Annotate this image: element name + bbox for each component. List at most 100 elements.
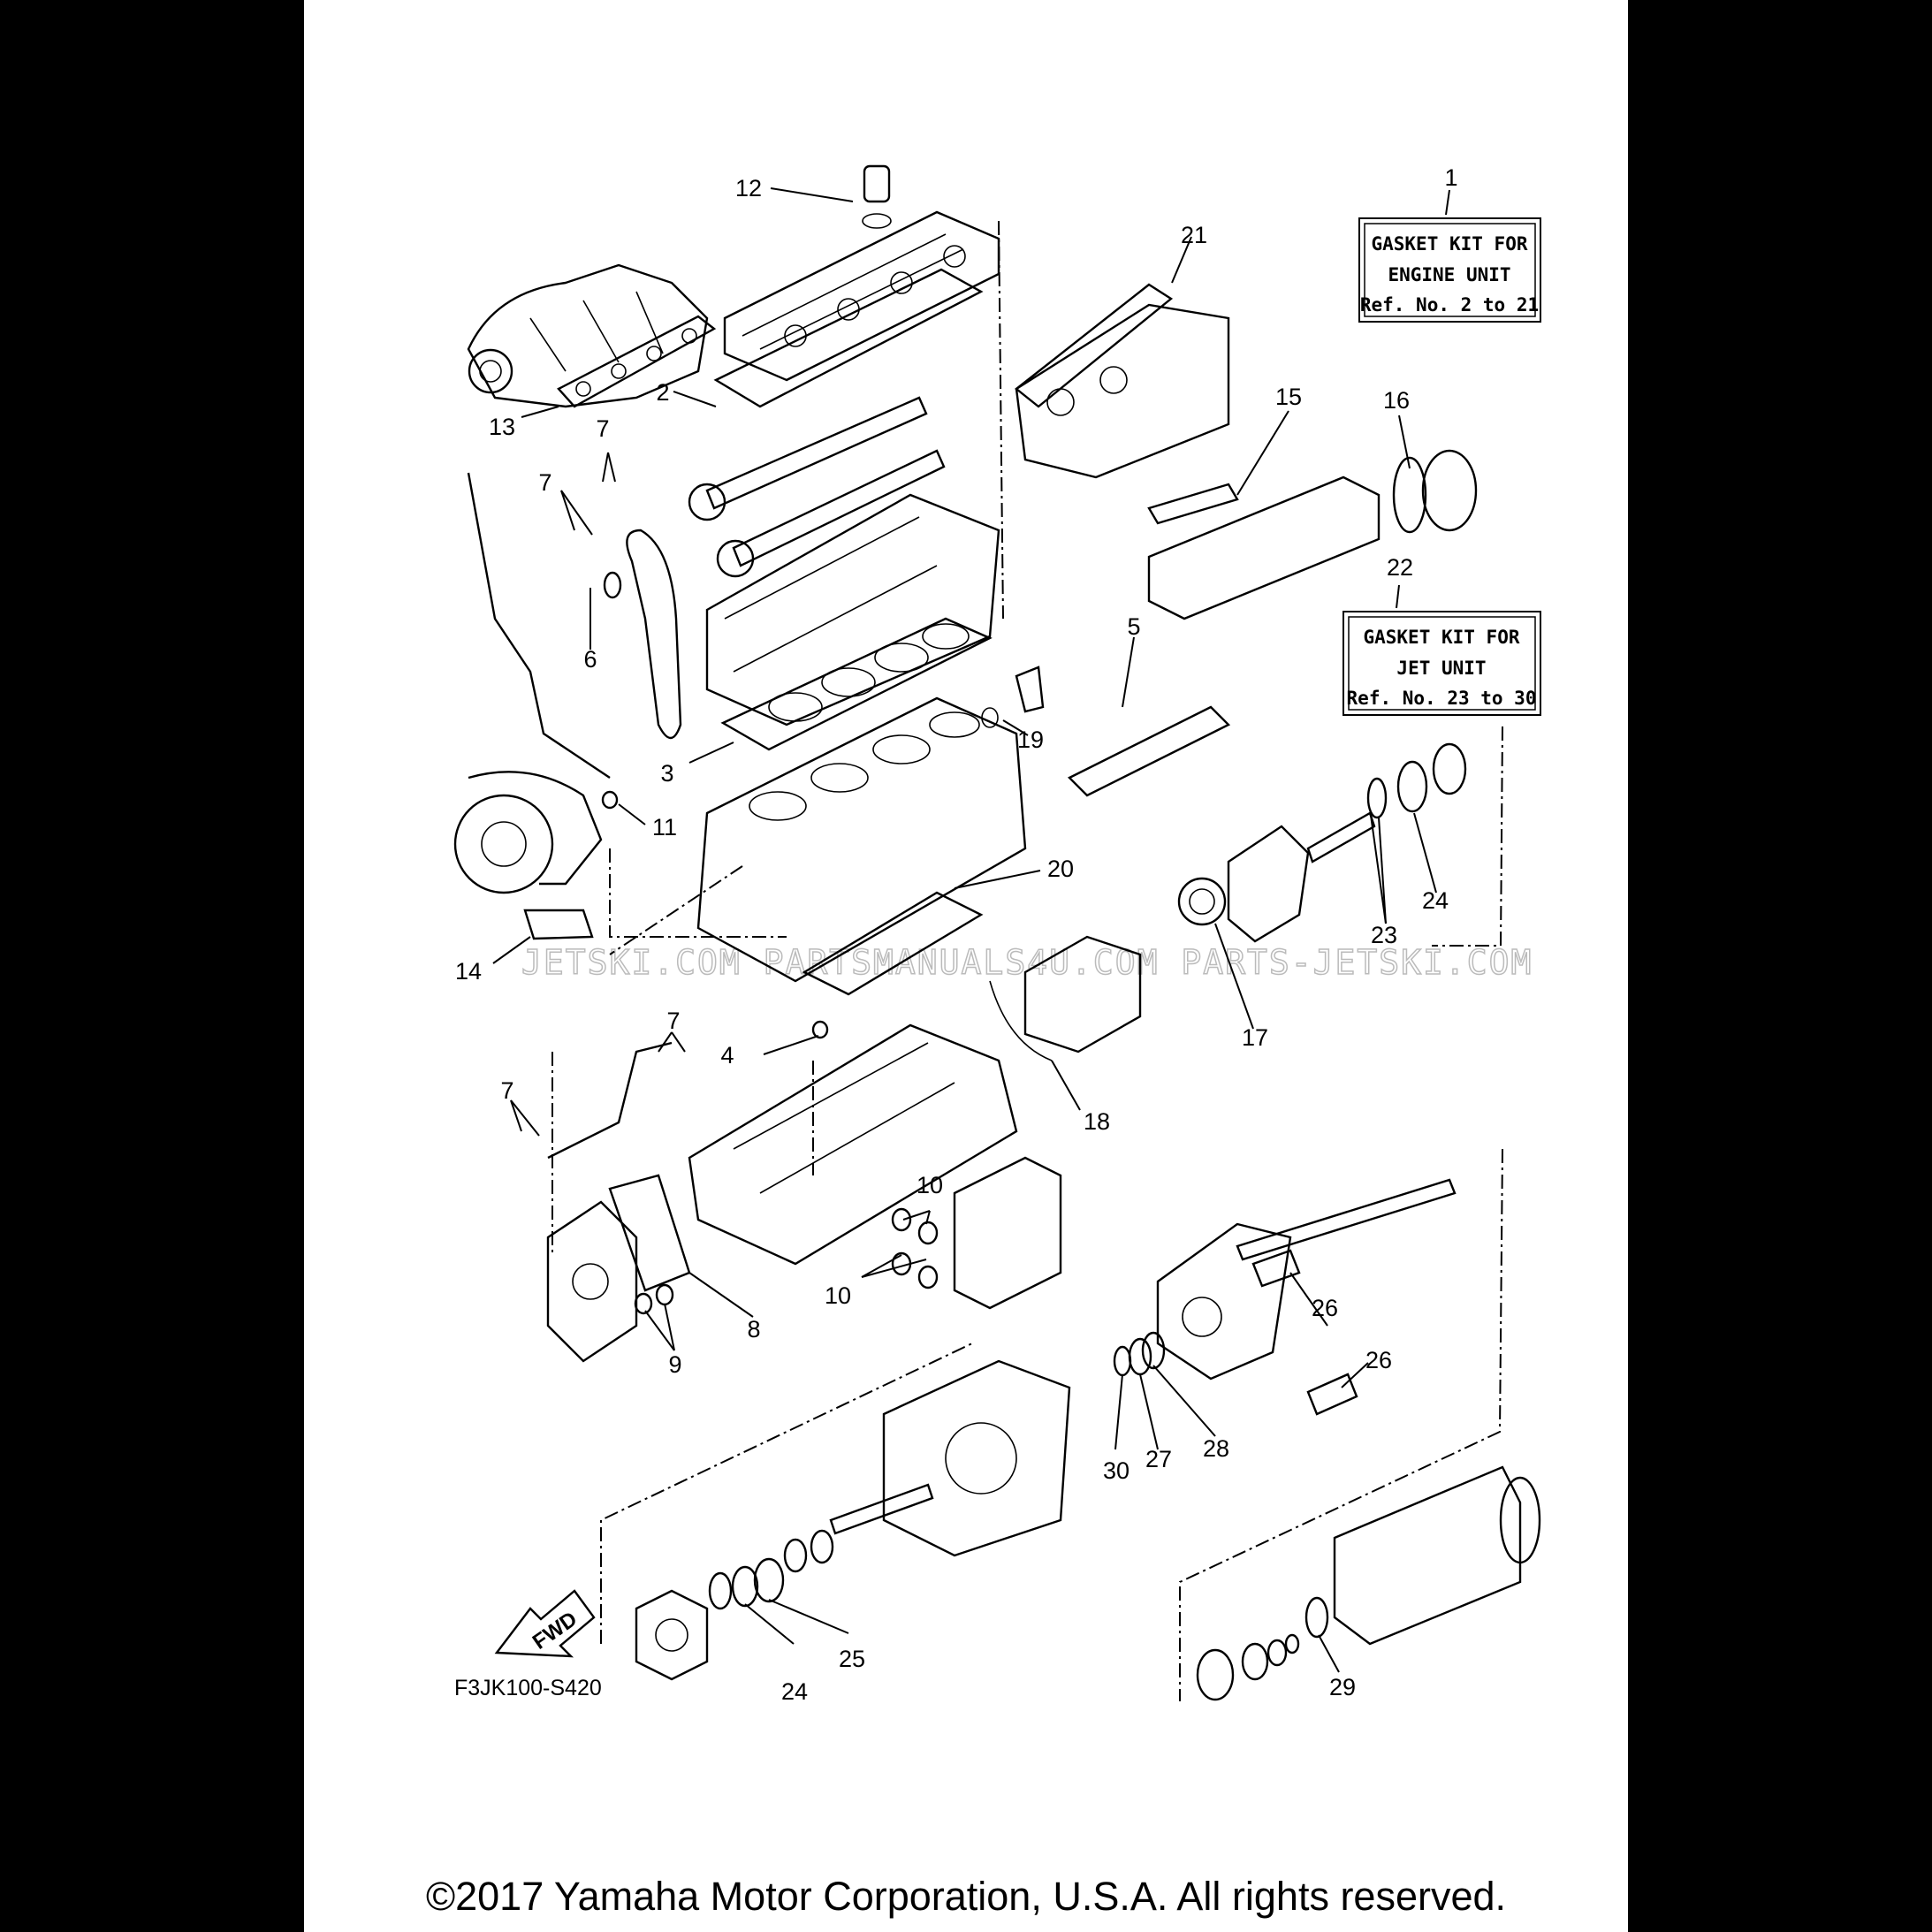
front-cover (546, 1200, 638, 1363)
callout-22: 22 (1387, 554, 1413, 581)
callout-24a: 24 (1422, 887, 1449, 914)
callout-11: 11 (652, 814, 677, 840)
callout-4: 4 (720, 1042, 734, 1069)
callout-10b: 10 (825, 1282, 851, 1309)
callout-18: 18 (1084, 1108, 1110, 1135)
callout-23: 23 (1371, 922, 1397, 948)
jet-gasket-kit-box: GASKET KIT FOR JET UNIT Ref. No. 23 to 3… (1343, 611, 1541, 716)
seal-27 (1128, 1337, 1152, 1376)
watermark: JETSKI.COM PARTSMANUALS4U.COM PARTS-JETS… (521, 943, 1533, 982)
generator-cover (989, 935, 1142, 1061)
jet-kit-line1: GASKET KIT FOR (1363, 627, 1519, 648)
bearing (1432, 742, 1467, 795)
callout-5: 5 (1127, 613, 1140, 640)
callout-7d: 7 (500, 1077, 513, 1104)
gasket-26a (1251, 1249, 1301, 1288)
callout-26b: 26 (1365, 1347, 1392, 1373)
oil-filler-cap (862, 164, 892, 229)
callout-14: 14 (455, 958, 482, 985)
jet-kit-line2: JET UNIT (1396, 658, 1486, 679)
gasket-26b (1306, 1373, 1358, 1416)
callout-27: 27 (1145, 1446, 1172, 1472)
bracket-jet-left (600, 1343, 973, 1644)
oil-pipe (547, 1041, 673, 1160)
o-rings-9 (634, 1283, 674, 1315)
o-ring-11 (601, 790, 619, 810)
engine-gasket-kit-box: GASKET KIT FOR ENGINE UNIT Ref. No. 2 to… (1358, 217, 1541, 323)
bracket-jet-mid (1179, 1148, 1503, 1701)
callout-25: 25 (839, 1646, 865, 1672)
callout-8: 8 (747, 1316, 760, 1343)
oil-pan-cover (1067, 705, 1231, 797)
exhaust-manifold-gasket (557, 315, 717, 408)
jet-nozzle (1333, 1465, 1541, 1646)
callout-1: 1 (1444, 164, 1457, 191)
callout-7c: 7 (666, 1008, 680, 1034)
forward-arrow-icon: FWD (494, 1589, 596, 1658)
bearing-28 (1141, 1331, 1166, 1370)
callout-3: 3 (660, 760, 673, 787)
o-ring-4 (811, 1020, 829, 1039)
exhaust-manifold (467, 263, 709, 408)
timing-chain (626, 529, 682, 740)
callout-20: 20 (1047, 856, 1074, 882)
callout-7b: 7 (538, 469, 551, 496)
circlip (708, 1571, 733, 1610)
seal-30 (1113, 1345, 1132, 1377)
bracket-block-lower (609, 848, 787, 938)
o-ring-23 (1366, 777, 1388, 819)
callout-16: 16 (1383, 387, 1410, 414)
oil-seal-24b (731, 1565, 759, 1608)
bracket-block-left (609, 865, 743, 955)
callout-28: 28 (1203, 1435, 1229, 1462)
cylinder-block (696, 696, 1027, 983)
callout-19: 19 (1017, 726, 1044, 753)
output-coupler (1227, 811, 1376, 943)
jet-kit-line3: Ref. No. 23 to 30 (1347, 688, 1537, 709)
impeller-shaft (829, 1483, 934, 1535)
jet-pump-housing (882, 1359, 1071, 1557)
front-cover-gasket (608, 1174, 691, 1292)
impeller-bushing (1196, 1633, 1300, 1701)
drive-coupling (1177, 877, 1227, 926)
callout-2: 2 (656, 379, 669, 406)
cylinder-head-gasket (720, 617, 993, 751)
callout-9: 9 (668, 1351, 681, 1378)
intake-manifold (1015, 303, 1230, 479)
callout-12: 12 (735, 175, 762, 202)
engine-kit-line1: GASKET KIT FOR (1371, 233, 1527, 255)
bearing-b (783, 1538, 808, 1573)
drive-shaft (1236, 1178, 1457, 1261)
engine-kit-line3: Ref. No. 2 to 21 (1360, 294, 1539, 316)
bracket-jet-top (1432, 726, 1503, 947)
copyright-footer: ©2017 Yamaha Motor Corporation, U.S.A. A… (425, 1874, 1507, 1919)
callout-13: 13 (489, 414, 515, 440)
figure-code: F3JK100-S420 (454, 1676, 602, 1700)
cylinder-head (705, 493, 1000, 726)
gasket-6 (603, 571, 622, 599)
oil-seal-24 (1396, 760, 1428, 813)
tensioner-o-ring (981, 707, 999, 728)
callout-30: 30 (1103, 1457, 1130, 1484)
seal-b (810, 1529, 834, 1564)
oil-dipstick-tube (467, 472, 611, 779)
intercooler (1147, 449, 1478, 620)
camshafts (688, 396, 946, 578)
engine-kit-line2: ENGINE UNIT (1388, 264, 1510, 285)
callout-10a: 10 (917, 1172, 943, 1198)
crankcase (688, 1023, 1018, 1266)
oil-seal-25 (753, 1557, 785, 1603)
callout-29: 29 (1329, 1674, 1356, 1700)
turbo-gasket (523, 909, 594, 940)
bracket-head (998, 220, 1004, 620)
callout-26a: 26 (1312, 1295, 1338, 1321)
intercooler-gasket (1147, 483, 1239, 525)
intermediate-housing (1156, 1222, 1292, 1381)
bearing-housing (635, 1589, 709, 1681)
turbocharger (453, 771, 603, 894)
head-cover-gasket (713, 268, 984, 408)
callout-labels: 1 2 3 4 5 6 7 7 7 7 8 9 10 10 11 12 13 1… (455, 164, 1458, 1705)
callout-17: 17 (1242, 1024, 1268, 1051)
intake-manifold-gasket (1015, 283, 1174, 408)
